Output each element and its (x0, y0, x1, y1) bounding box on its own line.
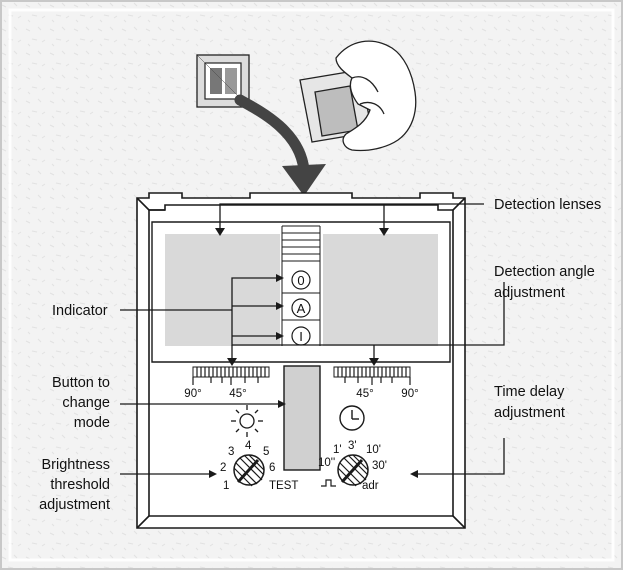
label-detection-angle: Detection angle (494, 264, 595, 280)
brightness-mode-label: TEST (269, 480, 298, 492)
indicator-label: I (299, 329, 303, 344)
label-time-delay-2: adjustment (494, 405, 565, 421)
brightness-tick: 2 (220, 462, 226, 474)
sun-icon (231, 405, 263, 437)
angle-scale-left[interactable]: 90° 45° (184, 366, 270, 400)
label-brightness-2: threshold (50, 477, 110, 493)
callout-arrowheads (209, 228, 418, 478)
brightness-tick: 1 (223, 480, 229, 492)
label-brightness: Brightness (41, 457, 110, 473)
time-tick: 1' (333, 444, 342, 456)
brightness-dial[interactable] (233, 454, 265, 487)
label-brightness-3: adjustment (39, 497, 110, 513)
pulse-icon (321, 479, 336, 487)
indicator-label: 0 (297, 273, 304, 288)
time-tick: 30' (372, 460, 387, 472)
angle-tick-label: 90° (401, 388, 418, 400)
indicator-label: A (297, 301, 306, 316)
label-indicator: Indicator (52, 303, 108, 319)
brightness-tick: 4 (245, 440, 252, 452)
label-detection-angle-2: adjustment (494, 285, 565, 301)
callout-lines (120, 203, 505, 475)
time-tick: 10' (366, 444, 381, 456)
angle-scale-right[interactable]: 45° 90° (333, 366, 419, 400)
curved-arrow-icon (234, 94, 326, 196)
indicator-button-i[interactable]: I (291, 326, 311, 346)
angle-tick-label: 45° (356, 388, 373, 400)
time-tick: 10'' (318, 457, 335, 469)
time-delay-dial[interactable] (337, 454, 369, 487)
label-detection-lenses: Detection lenses (494, 197, 601, 213)
time-tick: 3' (348, 440, 357, 452)
label-time-delay: Time delay (494, 384, 565, 400)
center-strip (281, 225, 321, 346)
label-button-2: change (62, 395, 110, 411)
right-lens (323, 234, 438, 346)
time-mode-label: adr (362, 480, 379, 492)
indicator-button-a[interactable]: A (291, 298, 311, 318)
detection-zone-outline (151, 221, 451, 363)
angle-tick-label: 90° (184, 388, 201, 400)
label-button: Button to (52, 375, 110, 391)
angle-tick-label: 45° (229, 388, 246, 400)
brightness-tick: 3 (228, 446, 234, 458)
hand-icon (299, 40, 417, 152)
clock-icon (339, 405, 365, 431)
label-button-3: mode (74, 415, 110, 431)
mode-button[interactable] (283, 365, 321, 471)
brightness-tick: 5 (263, 446, 269, 458)
left-lens (165, 234, 280, 346)
indicator-button-0[interactable]: 0 (291, 270, 311, 290)
brightness-tick: 6 (269, 462, 275, 474)
